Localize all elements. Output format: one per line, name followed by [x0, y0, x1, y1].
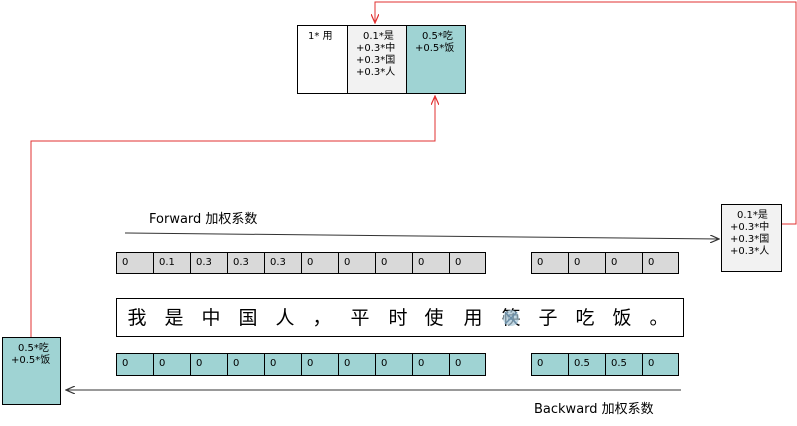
top-cell-1: 1* 用	[297, 25, 348, 94]
sentence-char: 子	[538, 307, 558, 329]
forward-weight-cell: 0	[642, 252, 679, 274]
top-cell-2-line-3: +0.3*国	[356, 55, 396, 66]
forward-label: Forward 加权系数	[149, 212, 258, 227]
forward-box-line-3: +0.3*国	[730, 234, 770, 245]
top-cell-2-line-4: +0.3*人	[356, 67, 396, 78]
backward-weight-cell: 0.5	[568, 353, 606, 376]
sentence-box	[116, 298, 684, 337]
sentence-char: 平	[350, 307, 370, 329]
backward-label: Backward 加权系数	[534, 402, 654, 417]
top-context-box: 1* 用 0.1*是 +0.3*中 +0.3*国 +0.3*人 0.5*吃 +0…	[297, 25, 466, 94]
backward-weight-cell: 0	[412, 353, 450, 376]
sentence-char: ，	[312, 307, 332, 329]
sentence-char: 是	[164, 307, 184, 329]
forward-arrow	[124, 232, 719, 239]
top-cell-3-line-2: +0.5*饭	[415, 43, 455, 54]
top-cell-1-line-1: 1* 用	[308, 31, 333, 42]
backward-box-line-1: 0.5*吃	[18, 343, 49, 354]
top-cell-2: 0.1*是 +0.3*中 +0.3*国 +0.3*人	[347, 25, 407, 94]
sentence-char: 饭	[612, 307, 632, 329]
sentence-char: 人	[275, 307, 295, 329]
backward-weight-cell: 0	[264, 353, 302, 376]
forward-box-line-2: +0.3*中	[730, 222, 770, 233]
backward-weight-cell: 0	[301, 353, 339, 376]
top-cell-2-line-2: +0.3*中	[356, 43, 396, 54]
backward-box-line-2: +0.5*饭	[11, 355, 51, 366]
backward-weight-cell: 0.5	[605, 353, 643, 376]
forward-context-box: 0.1*是 +0.3*中 +0.3*国 +0.3*人	[721, 204, 782, 272]
cross-mark-icon	[503, 310, 519, 326]
backward-red-connector	[30, 96, 435, 337]
backward-weight-cell: 0	[190, 353, 228, 376]
forward-weight-cell: 0.3	[190, 252, 228, 274]
top-cell-3: 0.5*吃 +0.5*饭	[406, 25, 466, 94]
backward-weight-cell: 0	[642, 353, 679, 376]
sentence-char: 吃	[575, 307, 595, 329]
sentence-char: 我	[127, 307, 147, 329]
forward-weight-cell: 0.3	[227, 252, 265, 274]
sentence-char: 使	[424, 307, 444, 329]
forward-weight-cell: 0	[605, 252, 643, 274]
sentence-char: 时	[388, 307, 408, 329]
top-cell-3-line-1: 0.5*吃	[422, 31, 453, 42]
top-cell-2-line-1: 0.1*是	[363, 31, 394, 42]
forward-weight-cell: 0	[449, 252, 486, 274]
sentence-char: 。	[649, 307, 669, 329]
sentence-char: 中	[201, 307, 221, 329]
backward-context-box: 0.5*吃 +0.5*饭	[2, 337, 61, 405]
forward-box-line-1: 0.1*是	[737, 210, 768, 221]
forward-weight-cell: 0	[338, 252, 376, 274]
sentence-char: 国	[238, 307, 258, 329]
forward-red-connector	[375, 1, 797, 225]
forward-box-line-4: +0.3*人	[730, 246, 770, 257]
backward-weight-cell: 0	[449, 353, 486, 376]
sentence-char: 用	[463, 307, 483, 329]
